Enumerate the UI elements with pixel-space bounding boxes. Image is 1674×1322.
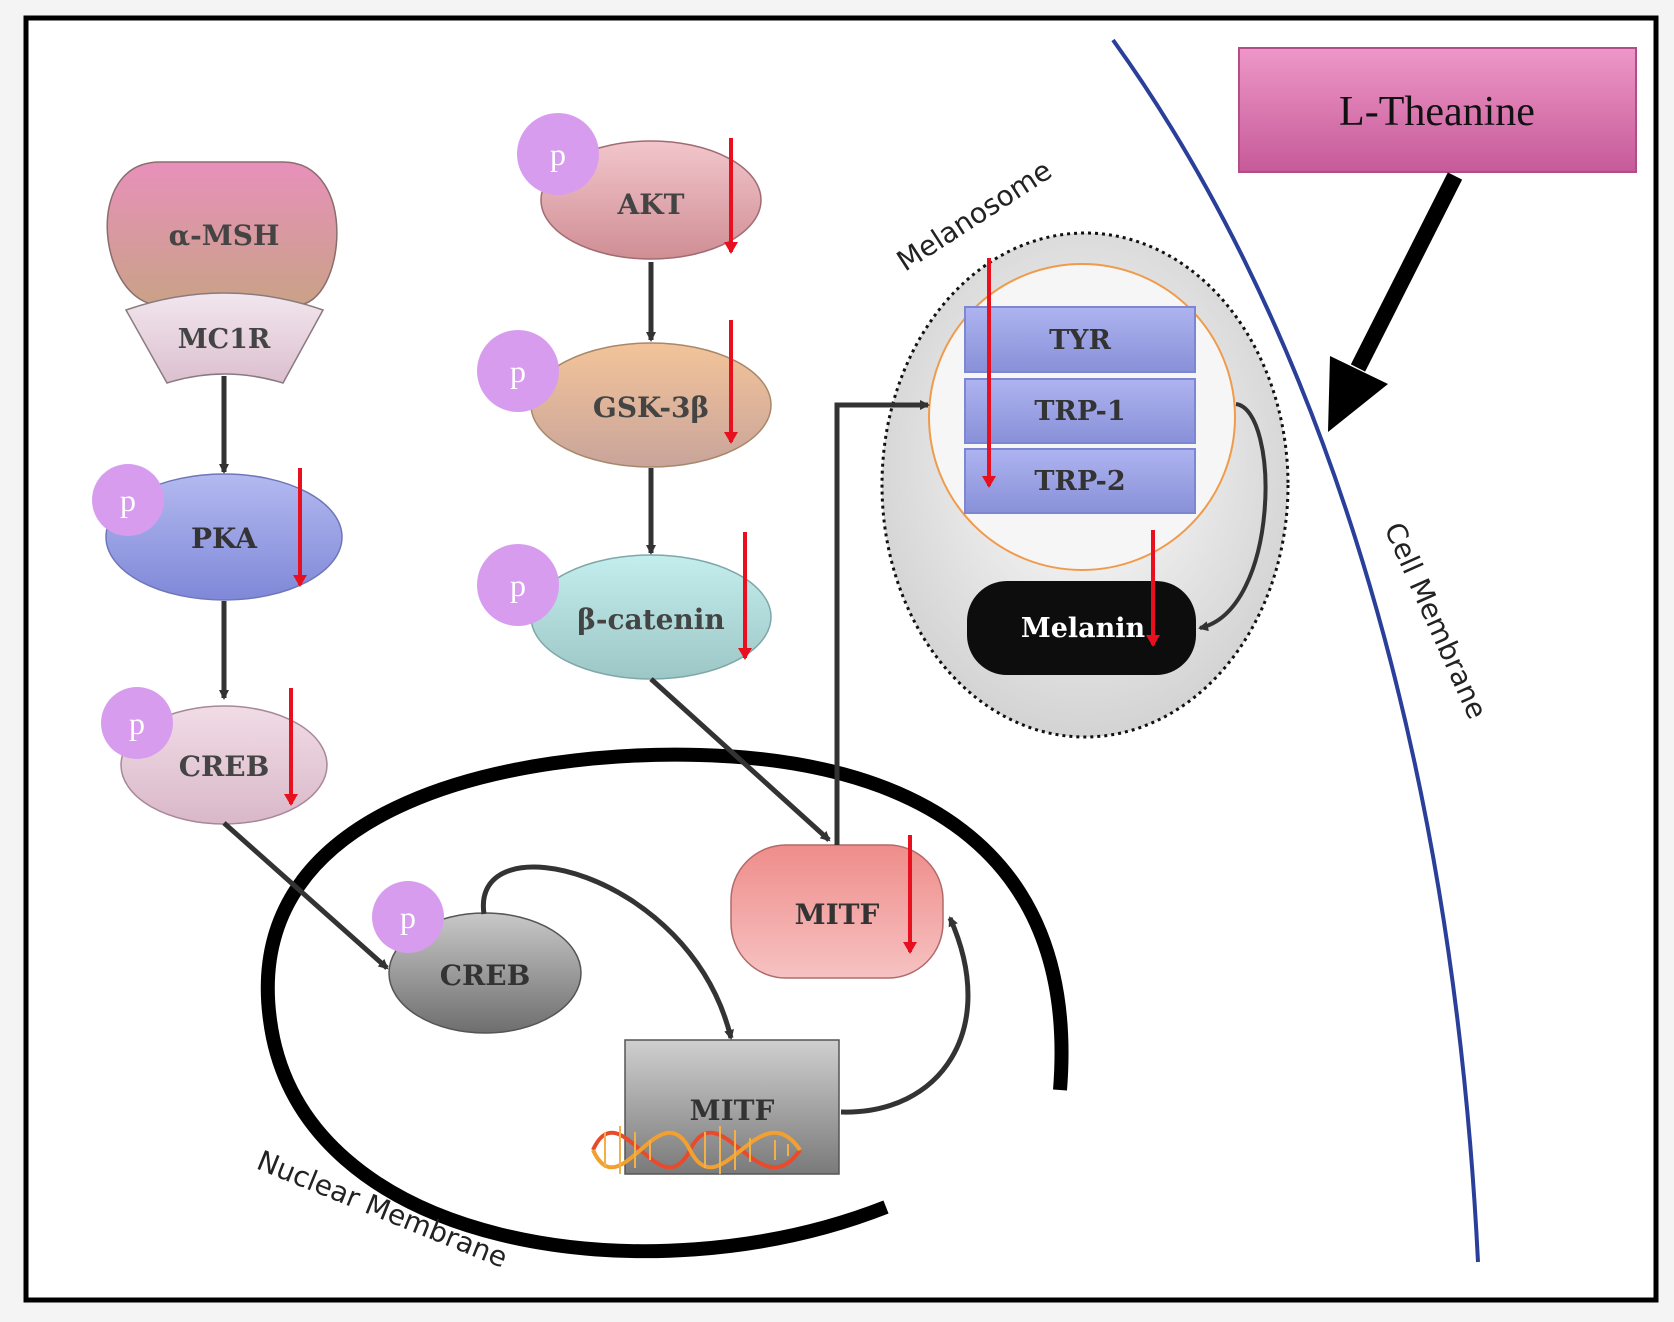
pka-phospho-label: p [120,482,136,518]
beta-catenin-phospho-label: p [510,567,526,603]
melanin-box [967,581,1196,675]
l-theanine-box [1238,47,1637,173]
nuclear-membrane [260,747,1069,1259]
trp2-box [964,448,1196,514]
mc1r-receptor [124,292,325,384]
beta-catenin-label: β-catenin [577,603,725,636]
mitf-gene-label: MITF [690,1094,775,1127]
l-theanine-effect-arrowhead [1328,356,1388,432]
l-theanine-effect-arrow-shaft [1350,172,1463,372]
creb-cyto-label: CREB [179,750,270,783]
enzymes-to-melanin-arrow [1198,402,1268,632]
beta-catenin-to-mitf-arrow [649,677,831,842]
akt-phospho-circle [517,113,599,195]
dna-helix-icon [591,1126,802,1174]
pka-label: PKA [191,522,258,555]
mitf-gene-box [624,1039,840,1175]
alpha-msh-label: α-MSH [169,219,280,252]
creb-nuclear-label: CREB [440,959,531,992]
akt-node [540,140,762,260]
trp2-label: TRP-2 [1034,466,1125,497]
mitf-to-melanosome-arrow [834,400,930,845]
gsk3b-phospho-label: p [510,353,526,389]
creb-cyto-phospho-circle [101,687,173,759]
creb-translocation-arrow [222,821,389,970]
gsk3b-label: GSK-3β [593,391,709,424]
creb-cyto-phospho-label: p [129,705,145,741]
mitf-protein-label: MITF [795,898,880,931]
trp1-label: TRP-1 [1034,396,1125,427]
pka-node [105,473,343,601]
tyr-box [964,306,1196,373]
melanin-label: Melanin [1021,613,1146,644]
akt-label: AKT [617,188,685,221]
trp1-box [964,378,1196,444]
mitf-gene-to-protein-arrow [840,916,971,1115]
creb-nuclear-phospho-circle [372,881,444,953]
akt-phospho-label: p [550,136,566,172]
cell-membrane-line [1111,38,1480,1263]
creb-nuclear-phospho-label: p [400,899,416,935]
beta-catenin-phospho-circle [477,544,559,626]
gsk3b-phospho-circle [477,330,559,412]
pka-phospho-circle [92,464,164,536]
creb-to-mitf-gene-arrow [480,864,734,1040]
mc1r-label: MC1R [178,324,271,355]
tyr-label: TYR [1049,325,1111,356]
l-theanine-label: L-Theanine [1339,89,1535,135]
